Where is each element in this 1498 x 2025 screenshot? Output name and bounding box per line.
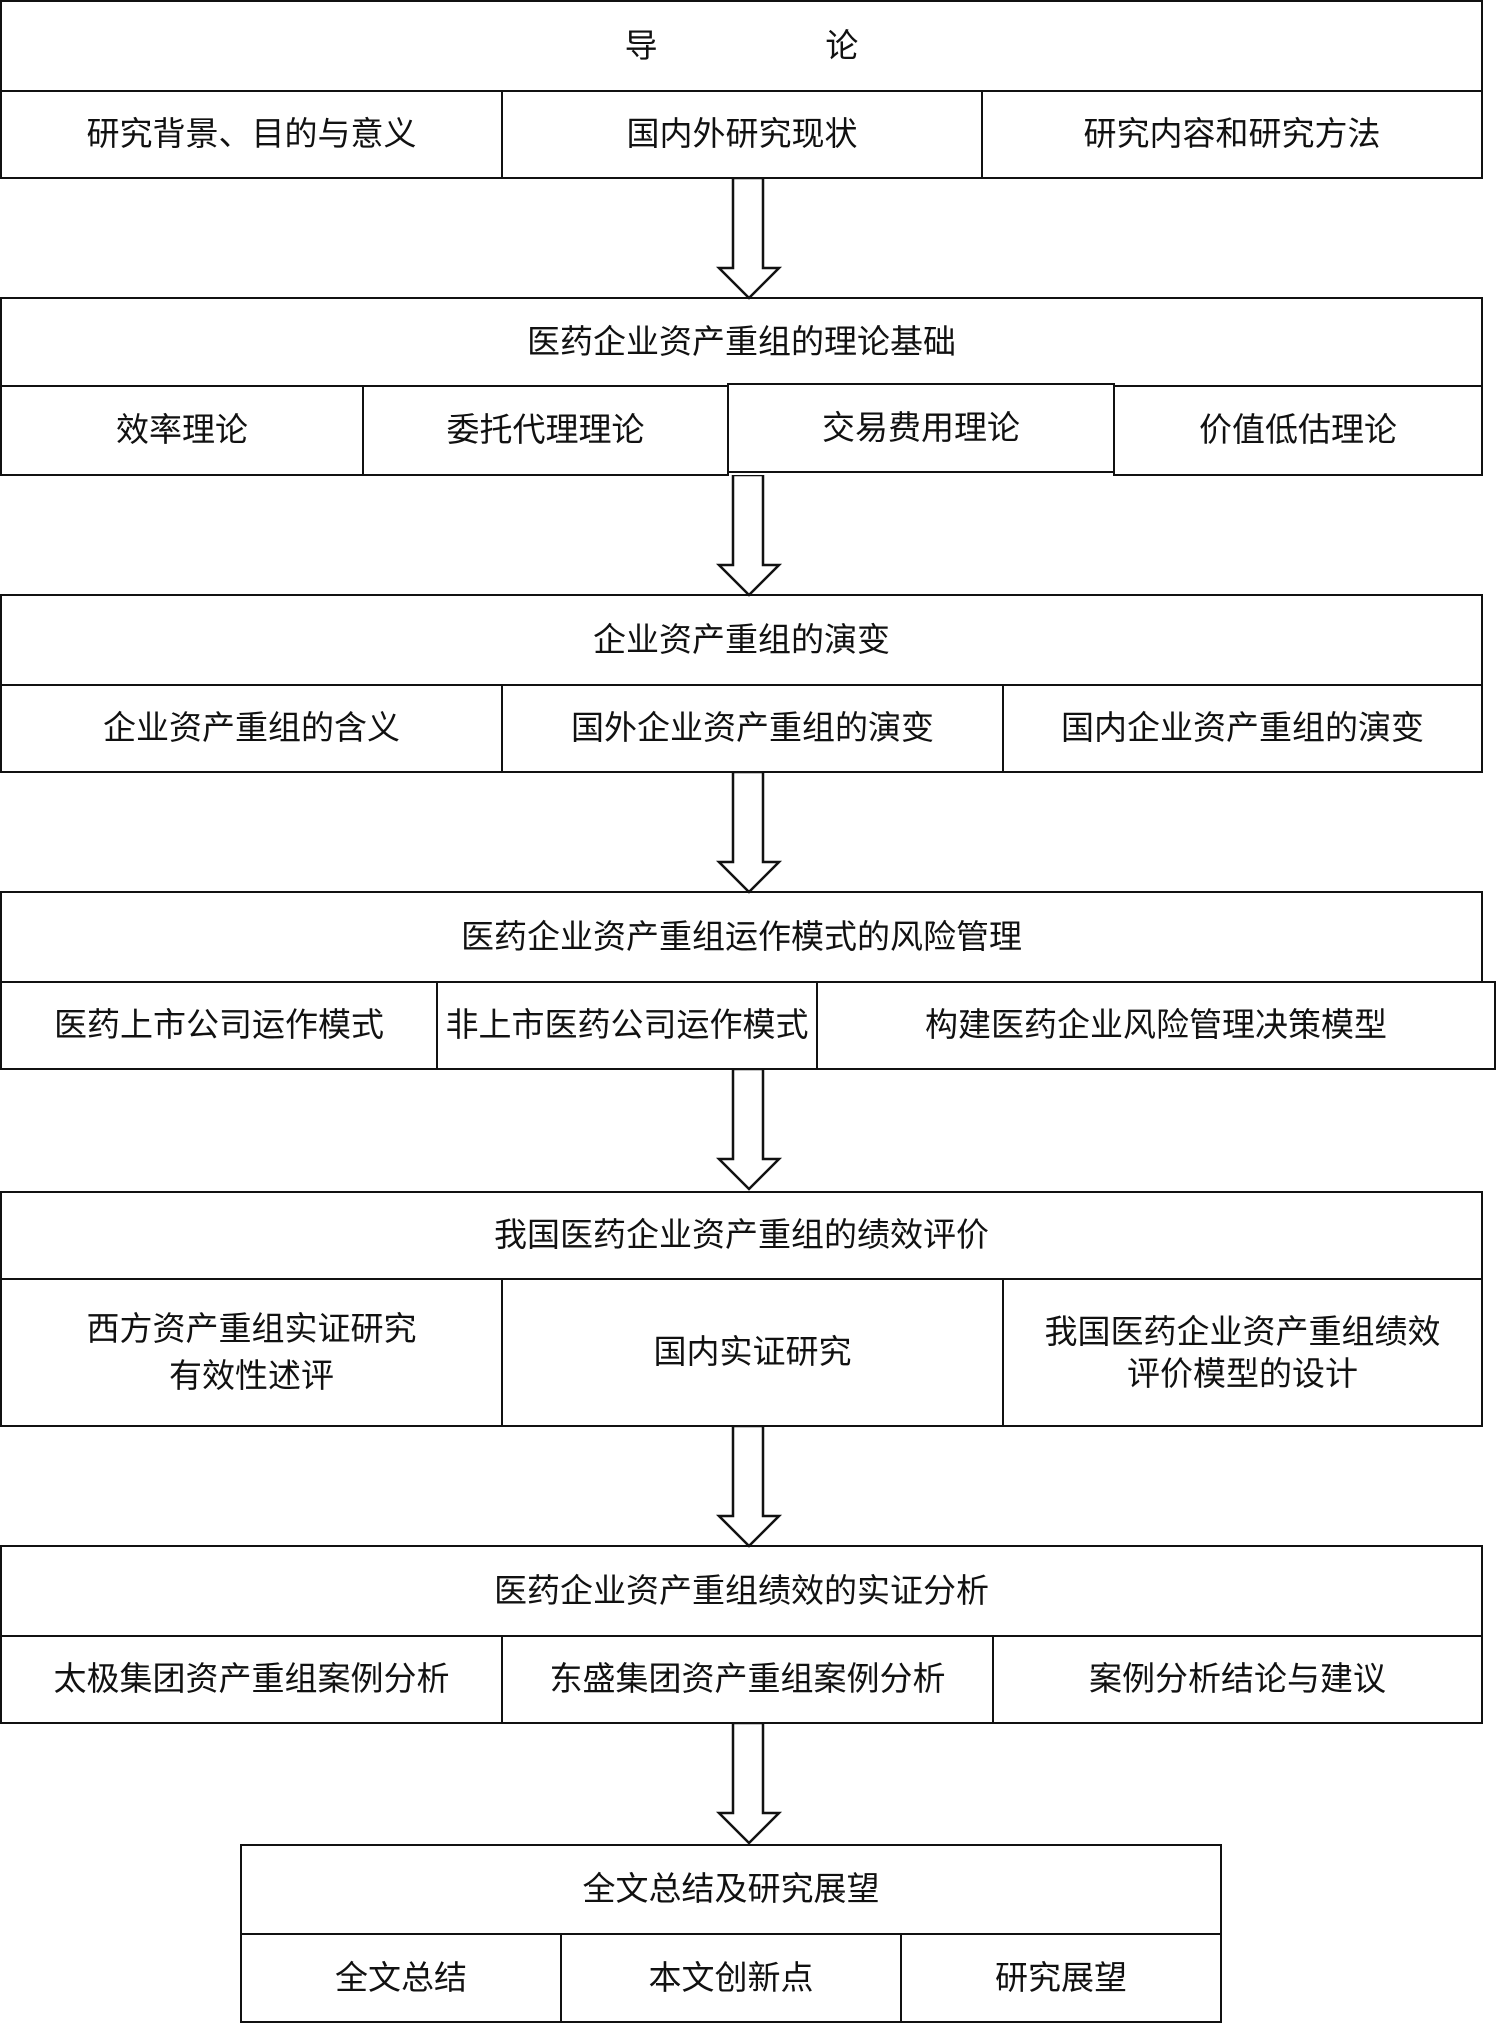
section-5-title: 我国医药企业资产重组的绩效评价	[0, 1191, 1483, 1280]
down-arrow-icon	[715, 1723, 783, 1845]
section-4-item-2: 非上市医药公司运作模式	[436, 981, 818, 1070]
down-arrow-icon	[715, 772, 783, 894]
section-6-item-2: 东盛集团资产重组案例分析	[501, 1635, 994, 1724]
section-7-item-2: 本文创新点	[560, 1933, 902, 2023]
section-1-item-2: 国内外研究现状	[501, 90, 983, 179]
section-1-item-3: 研究内容和研究方法	[981, 90, 1483, 179]
section-5-item-2: 国内实证研究	[501, 1278, 1004, 1427]
section-5-item-1: 西方资产重组实证研究 有效性述评	[0, 1278, 503, 1427]
section-2-title: 医药企业资产重组的理论基础	[0, 297, 1483, 387]
section-4-title: 医药企业资产重组运作模式的风险管理	[0, 891, 1483, 983]
section-3-title: 企业资产重组的演变	[0, 594, 1483, 686]
section-3-item-3: 国内企业资产重组的演变	[1002, 684, 1483, 773]
section-2-item-4: 价值低估理论	[1113, 385, 1483, 476]
section-5-item-3: 我国医药企业资产重组绩效 评价模型的设计	[1002, 1278, 1483, 1427]
section-2-item-3: 交易费用理论	[727, 383, 1115, 473]
section-1-title: 导 论	[0, 0, 1483, 92]
down-arrow-icon	[715, 178, 783, 300]
section-2-item-1: 效率理论	[0, 385, 364, 476]
section-3-item-2: 国外企业资产重组的演变	[501, 684, 1004, 773]
section-7-title: 全文总结及研究展望	[240, 1844, 1222, 1935]
section-1-item-1: 研究背景、目的与意义	[0, 90, 503, 179]
section-4-item-3: 构建医药企业风险管理决策模型	[816, 981, 1496, 1070]
down-arrow-icon	[715, 475, 783, 597]
section-2-item-2: 委托代理理论	[362, 385, 729, 476]
section-7-item-1: 全文总结	[240, 1933, 562, 2023]
section-7-item-3: 研究展望	[900, 1933, 1222, 2023]
down-arrow-icon	[715, 1426, 783, 1548]
section-6-item-1: 太极集团资产重组案例分析	[0, 1635, 503, 1724]
section-6-title: 医药企业资产重组绩效的实证分析	[0, 1545, 1483, 1637]
section-6-item-3: 案例分析结论与建议	[992, 1635, 1483, 1724]
section-3-item-1: 企业资产重组的含义	[0, 684, 503, 773]
section-4-item-1: 医药上市公司运作模式	[0, 981, 438, 1070]
down-arrow-icon	[715, 1069, 783, 1191]
